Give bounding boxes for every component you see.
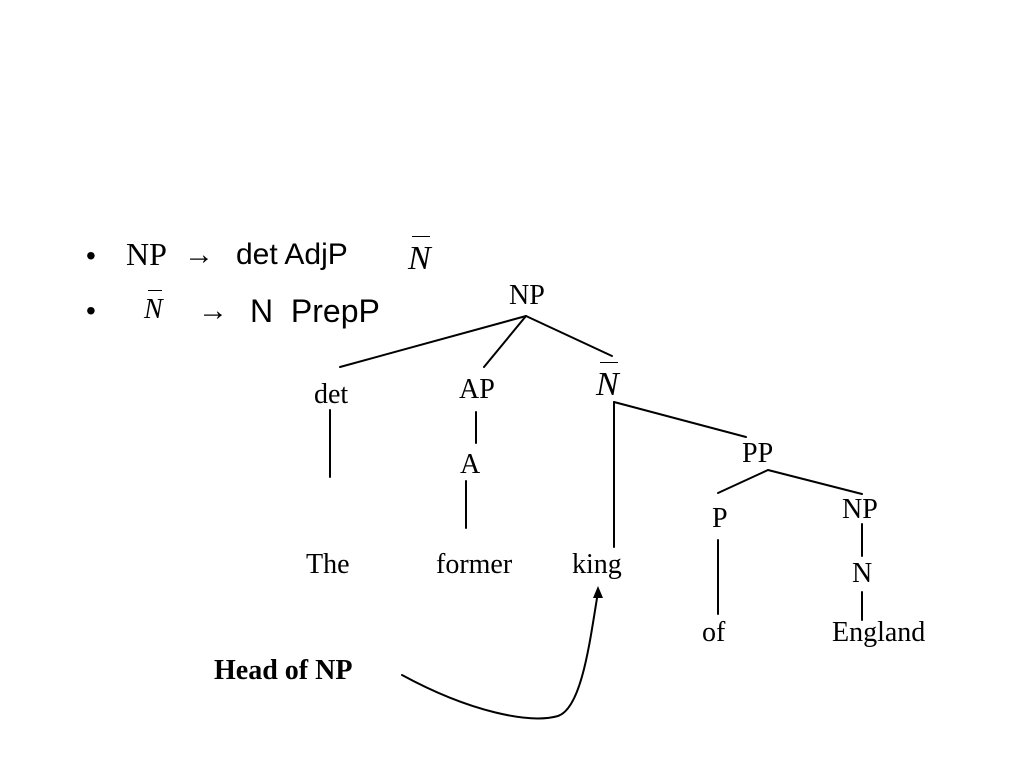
head-pointer-curve [401,591,599,720]
node-nbar: N [596,362,619,403]
rule2-arrow: → [198,294,228,327]
node-n: N [852,558,873,589]
node-np-root: NP [509,280,545,311]
node-a: A [460,449,481,480]
rule1-arrow: → [184,238,214,271]
bullet-marker: • [86,240,96,271]
node-p: P [712,503,728,534]
node-pp: PP [742,438,774,469]
rule2-nbar-symbol: N [144,290,163,325]
node-np-object: NP [842,494,878,525]
edge-pp-np [767,469,863,495]
rule1-lhs: NP [126,236,167,272]
bullet-marker: • [86,295,96,326]
arrowhead-icon [593,586,603,598]
edge-np-nbar [525,315,613,357]
node-det: det [314,379,349,410]
word-the: The [306,549,350,580]
edge-np-ap [483,315,527,368]
edge-pp-p [717,469,769,494]
rule1-nbar-symbol: N [408,236,431,277]
node-ap: AP [459,374,495,405]
rule-list: • NP → det AdjP N • N → N PrepP [0,0,1024,340]
rule2-rhs: N PrepP [250,293,380,329]
word-king: king [572,549,622,580]
word-of: of [702,617,726,648]
word-england: England [832,617,926,648]
edge-nbar-pp [613,401,747,438]
word-former: former [436,549,513,580]
head-of-np-label: Head of NP [214,655,353,686]
edge-np-det [339,315,527,368]
rule1-rhs: det AdjP [236,238,348,271]
